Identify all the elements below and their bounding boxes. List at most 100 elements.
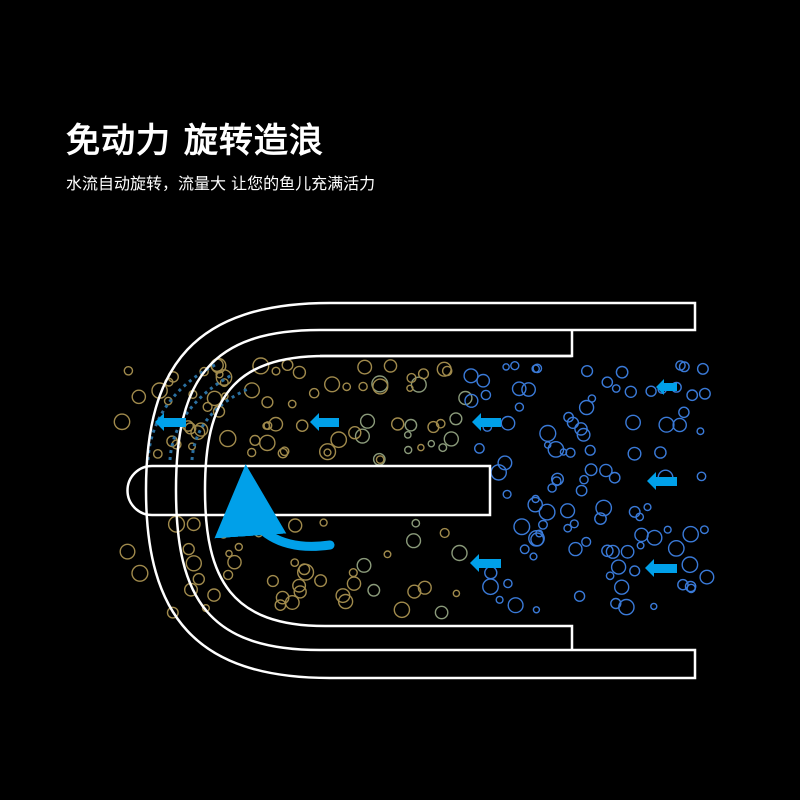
bubble-icon [532,606,541,614]
bubble-icon [206,390,223,407]
bubble-icon [123,365,134,376]
bubble-icon [547,483,557,493]
bubble-icon [611,384,621,393]
bubble-icon [113,413,131,431]
bubble-icon [559,448,568,456]
bubble-icon [314,574,328,588]
bubble-icon [497,455,513,471]
flow-arrow-left-icon [155,413,186,431]
bubble-icon [684,580,697,593]
bubble-icon [404,418,418,432]
bubble-icon [182,542,195,556]
bubble-icon [356,557,372,573]
bubble-icon [521,382,536,397]
bubble-icon [225,549,233,558]
bubble-icon [643,503,652,512]
bubble-icon [207,588,221,602]
bubble-icon [287,399,297,409]
bubble-icon [185,555,203,572]
bubble-icon [538,519,549,530]
bubble-icon [427,439,436,448]
page-subtitle: 水流自动旋转，流量大 让您的鱼儿充满活力 [66,174,376,193]
bubble-icon [324,376,341,393]
bubble-icon [275,590,290,605]
bubble-icon [595,499,613,517]
bubble-icon [252,357,270,375]
bubble-icon [575,484,588,497]
bubble-icon [502,489,512,499]
bubble-icon [531,494,540,504]
bubble-icon [184,422,197,435]
bubble-icon [650,602,658,611]
bubble-icon [451,544,468,562]
bubble-icon [274,599,287,611]
bubble-icon [500,415,516,431]
bubble-icon [293,585,307,599]
bubble-icon [663,525,672,534]
bubble-icon [480,389,492,401]
bubble-icon [417,368,430,380]
bubble-icon [514,402,525,412]
bubble-icon [119,543,136,560]
bubble-icon [246,447,257,458]
bubble-icon [319,443,337,461]
bubble-icon [696,362,709,375]
bubble-icon [646,529,663,546]
bubble-icon [319,518,328,527]
bubble-icon [605,544,620,559]
bubble-icon [625,414,641,431]
bubble-icon [624,385,637,398]
bubble-icon [615,365,629,379]
bubble-icon [675,360,686,371]
bubble-icon [354,428,371,444]
flow-arrows [155,379,677,577]
bubble-icon [295,419,309,433]
bubble-icon [580,365,594,378]
bubble-icon [219,429,237,448]
bubble-icon [578,399,595,416]
bubble-icon [417,580,432,595]
bubble-icon [192,572,206,586]
flow-arrow-left-icon [470,554,501,572]
bubble-icon [584,444,596,456]
bubble-icon [576,427,591,442]
bubble-icon [266,574,280,588]
bubble-icon [507,597,524,614]
bubble-icon [348,426,362,440]
bubble-icon [292,578,307,593]
bubble-icon [620,544,635,559]
bubble-icon [131,389,147,405]
bubble-icon [610,597,622,610]
bubble-icon [699,569,715,585]
bubble-icon [699,525,709,535]
bubble-icon [221,392,229,400]
bubble-icon [667,540,685,557]
bubble-icon [482,578,499,596]
bubble-icon [281,359,294,372]
bubble-icon [417,443,425,452]
bubble-icon [531,364,541,374]
bubble-icon [375,455,385,464]
bubble-icon [519,544,530,555]
bubble-icon [367,583,381,597]
bubble-icon [346,576,362,591]
flow-arrow-left-icon [656,379,677,395]
bubble-icon [443,431,459,447]
bubble-icon [258,434,276,452]
bubble-icon [681,556,699,574]
bubble-icon [464,393,479,408]
bubble-icon [449,412,463,426]
bubble-icon [152,448,163,459]
bubble-icon [452,589,461,598]
bubble-icon [288,518,303,533]
bubble-icon [406,384,414,392]
bubble-icon [559,503,576,519]
bubble-icon [249,434,261,447]
bubble-icon [677,578,689,591]
bubble-icon [290,558,300,567]
bubble-icon [608,471,621,484]
bubble-icon [407,584,422,599]
bubble-icon [308,387,320,399]
bubble-icon [359,413,376,429]
bubble-icon [610,559,627,575]
